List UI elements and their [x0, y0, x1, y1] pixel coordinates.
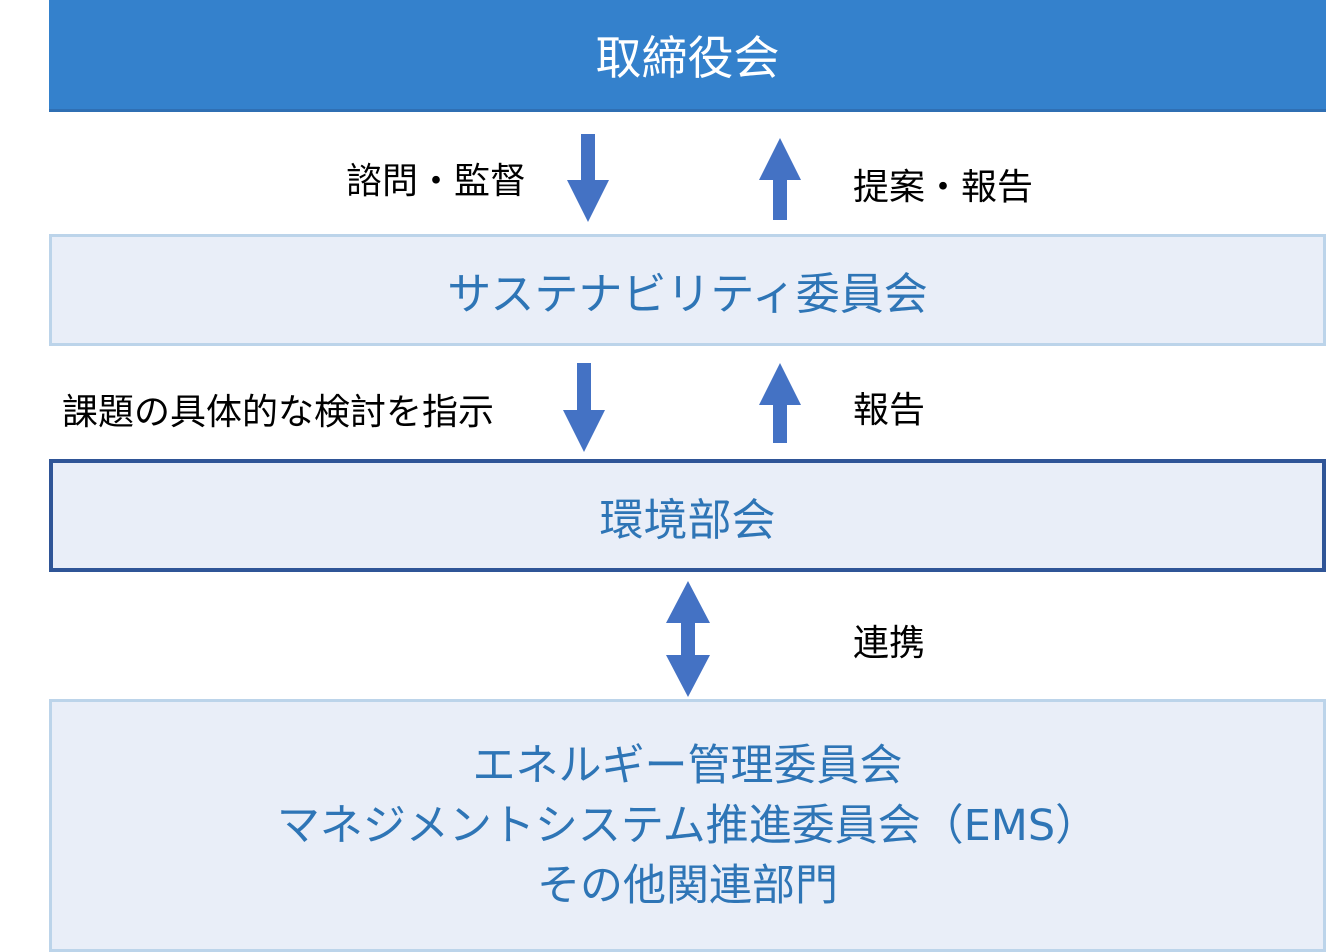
energy-management-committee-label: エネルギー管理委員会: [472, 740, 903, 791]
other-related-departments-label: その他関連部門: [537, 860, 838, 911]
sustainability-committee-label: サステナビリティ委員会: [447, 269, 928, 320]
arrow-bidirectional-collaboration-icon: [666, 581, 710, 697]
arrow-down-board-to-sustainability-icon: [567, 134, 609, 222]
sustainability-committee-box: サステナビリティ委員会: [49, 234, 1326, 346]
board-of-directors-box: 取締役会: [49, 0, 1326, 112]
propose-report-label: 提案・報告: [853, 167, 1034, 208]
arrow-down-sustainability-to-environment-icon: [563, 363, 605, 452]
board-of-directors-label: 取締役会: [595, 30, 780, 85]
report-label: 報告: [853, 390, 926, 431]
advise-supervise-label: 諮問・監督: [346, 161, 527, 202]
arrow-up-sustainability-to-board-icon: [759, 138, 801, 220]
management-system-committee-label: マネジメントシステム推進委員会（EMS）: [276, 800, 1099, 851]
related-bodies-box: エネルギー管理委員会 マネジメントシステム推進委員会（EMS） その他関連部門: [49, 699, 1326, 952]
environment-subcommittee-box: 環境部会: [49, 459, 1326, 572]
arrow-up-environment-to-sustainability-icon: [759, 363, 801, 443]
environment-subcommittee-label: 環境部会: [599, 494, 776, 546]
collaboration-label: 連携: [853, 623, 926, 664]
instruct-specific-review-label: 課題の具体的な検討を指示: [62, 392, 495, 433]
